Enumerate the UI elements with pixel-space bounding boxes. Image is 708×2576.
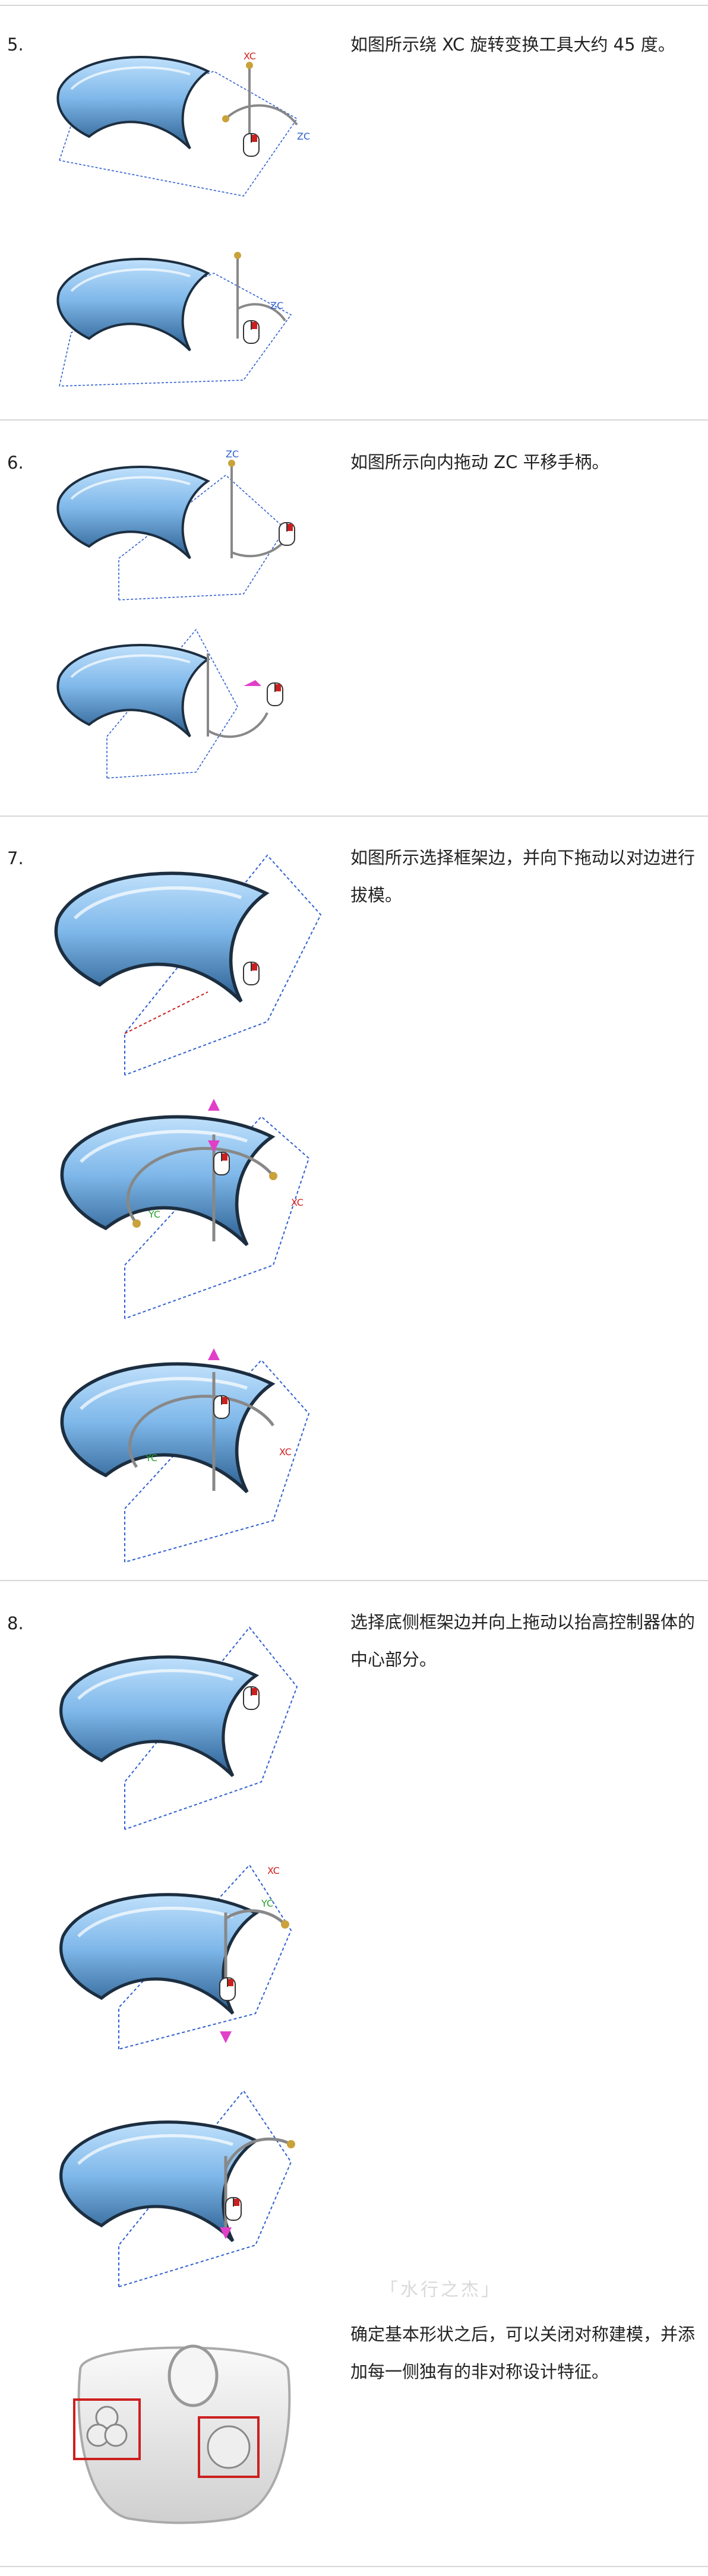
- step8-figure-1: [48, 1622, 321, 1835]
- step-number: 7.: [7, 848, 24, 868]
- step-text: 如图所示向内拖动 ZC 平移手柄。: [350, 452, 609, 472]
- divider: [0, 816, 708, 817]
- mouse-icon: [279, 522, 295, 546]
- axis-label-xc: XC: [291, 1197, 304, 1208]
- highlight-box-left: [73, 2398, 141, 2460]
- axis-label-zc: ZC: [297, 131, 310, 142]
- pink-drag-arrow: [208, 1099, 220, 1111]
- divider: [0, 419, 708, 421]
- axis-label-zc: ZC: [270, 300, 283, 311]
- axis-label-xc: XC: [279, 1446, 292, 1458]
- mouse-icon: [225, 2197, 242, 2221]
- step-number: 5.: [7, 34, 24, 55]
- mouse-icon: [213, 1395, 230, 1419]
- axis-label-xc: XC: [244, 50, 256, 62]
- crescent-shape: [61, 1657, 256, 1776]
- step8-figure-2: XC YC: [48, 1859, 321, 2055]
- step-text: 选择底侧框架边并向上拖动以抬高控制器体的中心部分。: [350, 1612, 696, 1670]
- highlight-box-right: [198, 2416, 260, 2478]
- step6-figure-2: [48, 618, 321, 796]
- pink-drag-arrow: [208, 1348, 220, 1360]
- axis-label-zc: ZC: [226, 448, 239, 460]
- step8-figure-3: [48, 2079, 321, 2293]
- crescent-shape: [56, 56, 209, 150]
- pink-drag-arrow: [220, 2031, 232, 2043]
- transform-handle: [225, 65, 298, 143]
- watermark: 「水行之杰」: [380, 2280, 501, 2300]
- frame-lines: [59, 71, 298, 197]
- mouse-icon: [219, 1977, 236, 2001]
- mouse-icon: [243, 320, 260, 344]
- axis-label-yc: YC: [261, 1898, 273, 1909]
- step5-figure-2: ZC: [48, 238, 321, 410]
- step-number: 8.: [7, 1613, 24, 1633]
- mouse-icon: [243, 133, 260, 157]
- mouse-icon: [267, 682, 283, 706]
- step7-figure-2: XC YC: [48, 1087, 333, 1325]
- pink-drag-arrow: [220, 2227, 232, 2239]
- divider: [0, 5, 708, 6]
- axis-label-xc: XC: [267, 1865, 280, 1876]
- divider: [0, 2566, 708, 2567]
- step5-figure-1: ZC XC: [48, 36, 321, 208]
- pink-drag-arrow: [244, 680, 261, 686]
- step-number: 6.: [7, 453, 24, 473]
- step7-figure-3: XC YC: [48, 1342, 333, 1580]
- mouse-icon: [243, 962, 260, 985]
- crescent-shape: [56, 258, 209, 352]
- final-note-text: 确定基本形状之后，可以关闭对称建模，并添加每一侧独有的非对称设计特征。: [350, 2324, 696, 2382]
- crescent-shape: [56, 644, 209, 738]
- divider: [0, 1580, 708, 1581]
- step-text: 如图所示选择框架边，并向下拖动以对边进行拔模。: [350, 848, 696, 905]
- crescent-shape: [62, 1364, 272, 1492]
- controller-render: [56, 2328, 318, 2542]
- step7-figure-1: [42, 843, 327, 1081]
- axis-label-yc: YC: [145, 1452, 157, 1464]
- crescent-shape: [56, 873, 266, 1001]
- step6-figure-1: ZC: [48, 440, 321, 612]
- step-text: 如图所示绕 XC 旋转变换工具大约 45 度。: [350, 34, 675, 55]
- crescent-shape: [62, 1117, 272, 1245]
- axis-label-yc: YC: [148, 1209, 160, 1220]
- mouse-icon: [213, 1152, 230, 1175]
- crescent-shape: [56, 466, 209, 560]
- mouse-icon: [243, 1686, 260, 1710]
